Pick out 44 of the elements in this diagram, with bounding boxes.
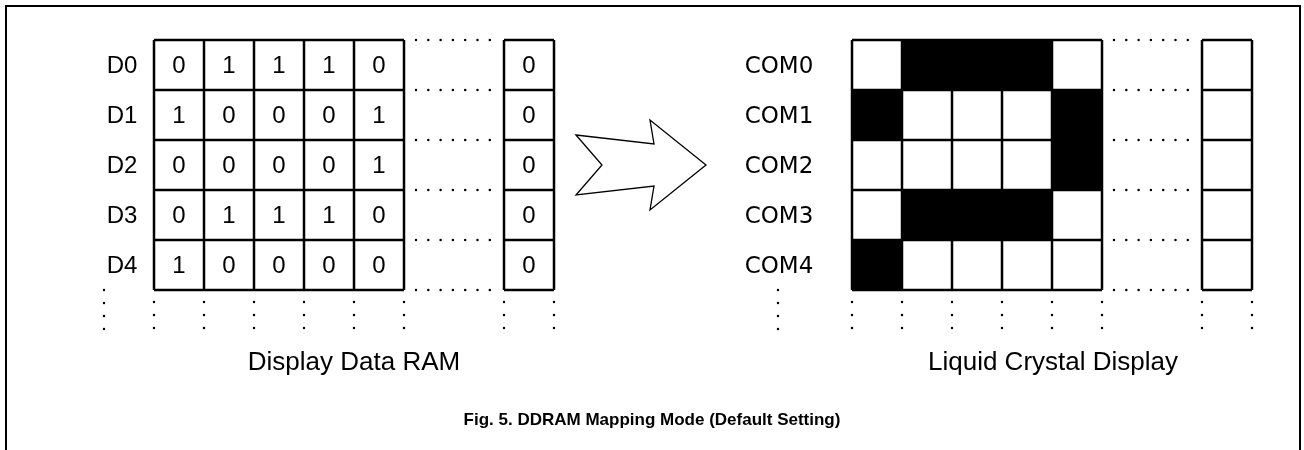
bit-value: 1 — [271, 200, 287, 230]
row-label: D2 — [105, 150, 139, 180]
row-label: D0 — [105, 50, 139, 80]
row-label: COM2 — [743, 151, 815, 180]
block-arrow — [574, 118, 708, 212]
row-label: COM1 — [743, 101, 815, 130]
bit-value: 0 — [371, 250, 387, 280]
bit-value: 0 — [221, 150, 237, 180]
bit-value: 0 — [271, 250, 287, 280]
bit-value: 1 — [171, 100, 187, 130]
bit-value: 0 — [171, 200, 187, 230]
bit-value: 1 — [321, 200, 337, 230]
bit-value: 0 — [321, 150, 337, 180]
bit-value: 0 — [271, 100, 287, 130]
figure-caption: Fig. 5. DDRAM Mapping Mode (Default Setting) — [463, 410, 841, 429]
bit-value: 1 — [271, 50, 287, 80]
bit-value: 0 — [521, 150, 537, 180]
bit-value: 0 — [521, 200, 537, 230]
bit-value: 0 — [371, 200, 387, 230]
bit-value: 1 — [321, 50, 337, 80]
bit-value: 1 — [171, 250, 187, 280]
row-label: COM3 — [743, 201, 815, 230]
bit-value: 0 — [321, 250, 337, 280]
row-label: D3 — [105, 200, 139, 230]
bit-value: 1 — [371, 100, 387, 130]
bit-value: 0 — [171, 50, 187, 80]
row-label: COM0 — [743, 51, 815, 80]
bit-value: 0 — [271, 150, 287, 180]
bit-value: 0 — [171, 150, 187, 180]
row-label: D4 — [105, 250, 139, 280]
bit-value: 0 — [221, 100, 237, 130]
bit-value: 0 — [371, 50, 387, 80]
grid-caption: Liquid Crystal Display — [927, 346, 1179, 376]
bit-value: 1 — [371, 150, 387, 180]
bit-value: 0 — [521, 50, 537, 80]
bit-value: 0 — [521, 100, 537, 130]
bit-value: 0 — [221, 250, 237, 280]
row-label: COM4 — [743, 251, 815, 280]
bit-value: 1 — [221, 200, 237, 230]
row-label: D1 — [105, 100, 139, 130]
bit-value: 0 — [321, 100, 337, 130]
grid-caption: Display Data RAM — [246, 346, 462, 376]
bit-value: 1 — [221, 50, 237, 80]
bit-value: 0 — [521, 250, 537, 280]
